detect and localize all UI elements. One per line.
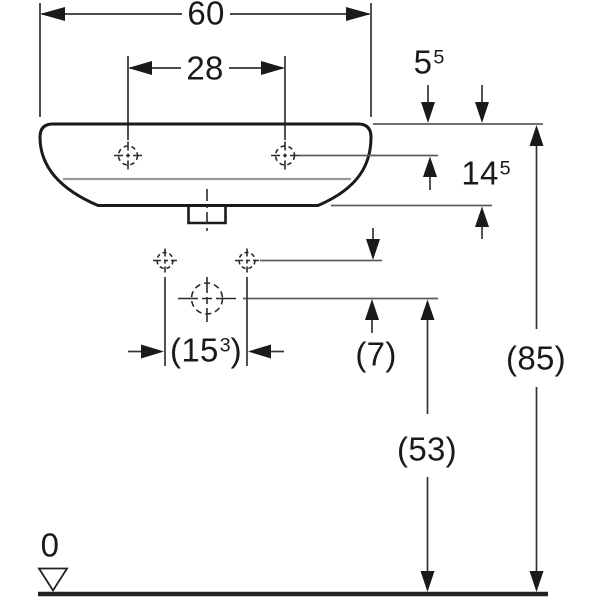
- dim-overall-width-label: 60: [187, 0, 224, 30]
- dimension-14-5-arrows: [475, 85, 489, 239]
- arrow-down-icon: [421, 102, 435, 123]
- arrow-left-icon: [40, 7, 65, 21]
- arrow-up-icon: [475, 206, 489, 227]
- dimension-53-line: [420, 299, 435, 592]
- dimension-85-line: [529, 125, 544, 592]
- dimension-5-5-arrows: [421, 85, 437, 190]
- dim-rim-height-value: (85): [506, 339, 566, 377]
- dim-front-height-label: 145: [461, 157, 510, 190]
- dim-rim-to-tap-hole-label: 55: [414, 46, 445, 79]
- dim-overall-width-value: 60: [187, 0, 225, 32]
- dim-tap-hole-spacing-label: 28: [186, 52, 223, 85]
- arrow-down-icon: [475, 102, 489, 123]
- dim-outlet-height-value: (53): [397, 430, 457, 468]
- dimension-60: [39, 3, 372, 117]
- dim-fixing-to-outlet-value: (7): [355, 335, 397, 373]
- arrow-right-icon: [346, 7, 371, 21]
- dim-front-height-value: 14: [461, 154, 499, 192]
- arrow-left-icon: [128, 61, 152, 75]
- dim-front-height-superscript: 5: [499, 157, 511, 180]
- drain-hole-symbol: [178, 277, 237, 322]
- dim-rim-to-tap-hole-superscript: 5: [433, 46, 445, 69]
- arrow-up-icon: [423, 156, 437, 177]
- fixing-hole-right-symbol: [235, 248, 259, 273]
- tap-hole-right-symbol: [271, 141, 299, 170]
- datum-triangle-icon: [37, 567, 69, 593]
- dim-fixing-hole-spacing-superscript: 3: [219, 334, 231, 357]
- dim-fixing-hole-spacing-value: 15: [181, 331, 219, 369]
- dimension-28: [127, 56, 286, 140]
- arrow-left-icon: [248, 344, 271, 359]
- datum-zero-label: 0: [41, 529, 60, 562]
- arrow-down-icon: [366, 239, 380, 260]
- dim-tap-hole-spacing-value: 28: [186, 49, 224, 87]
- dim-rim-height-label: (85): [506, 342, 566, 375]
- tap-hole-left-symbol: [114, 141, 142, 170]
- dim-fixing-to-outlet-label: (7): [355, 338, 396, 371]
- arrow-up-icon: [420, 299, 435, 320]
- arrow-up-icon: [529, 125, 544, 146]
- arrow-down-icon: [529, 571, 544, 592]
- arrow-down-icon: [420, 571, 435, 592]
- basin-outline: [38, 122, 373, 207]
- dimension-7-arrows: [365, 228, 380, 333]
- dim-fixing-hole-spacing-label: (153): [170, 331, 242, 369]
- drain-outlet-box: [187, 189, 227, 235]
- dim-rim-to-tap-hole-value: 5: [413, 43, 433, 81]
- arrow-right-icon: [261, 61, 285, 75]
- dim-outlet-height-label: (53): [397, 433, 457, 466]
- datum-zero-value: 0: [40, 526, 60, 564]
- arrow-up-icon: [365, 299, 379, 320]
- dimension-15-3: [128, 277, 284, 366]
- arrow-right-icon: [141, 344, 164, 359]
- fixing-hole-left-symbol: [153, 248, 177, 273]
